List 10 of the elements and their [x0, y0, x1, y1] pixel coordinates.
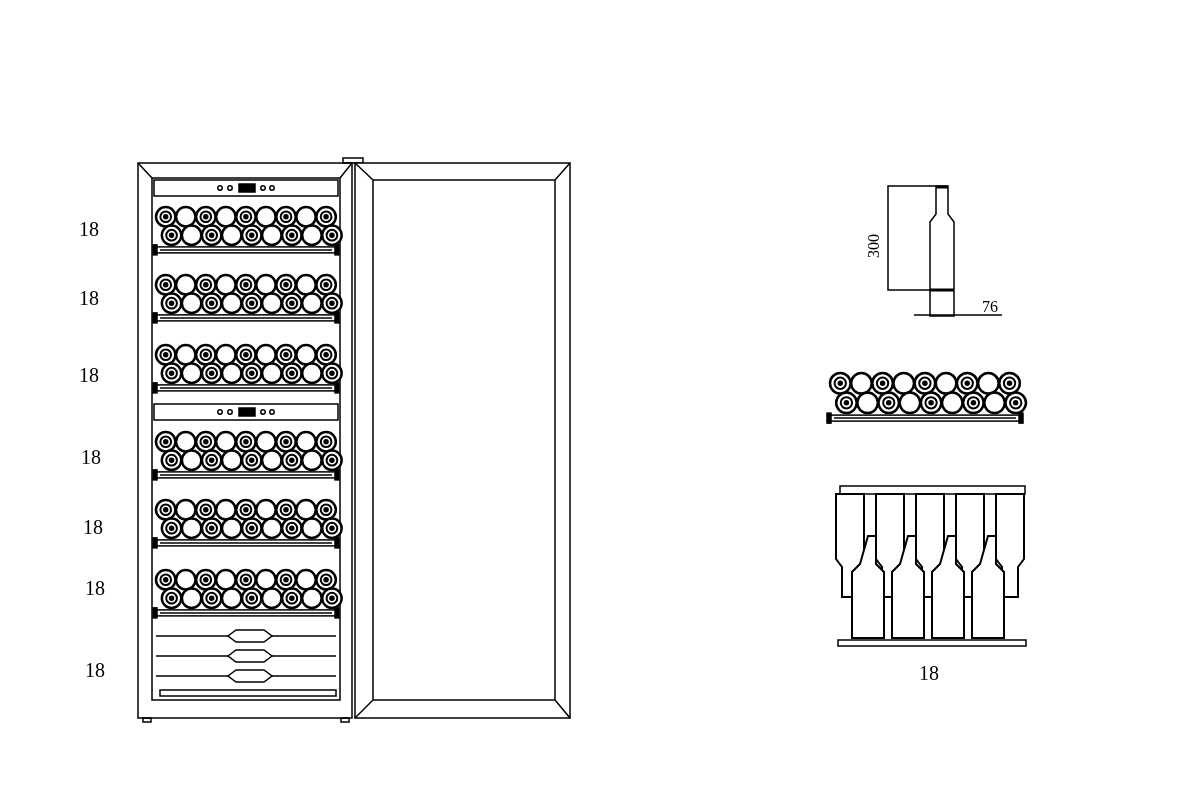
bottle-count: 18	[79, 365, 99, 385]
bottle-count: 18	[81, 447, 101, 467]
bottle-count: 18	[79, 219, 99, 239]
bottle-count: 18	[85, 660, 105, 680]
bottle-count: 18	[85, 578, 105, 598]
bottle-count: 18	[79, 288, 99, 308]
dimension-value: 300	[866, 234, 882, 258]
dimension-value: 76	[982, 299, 998, 315]
bottle-count: 18	[83, 517, 103, 537]
bottle-count: 18	[919, 663, 939, 683]
